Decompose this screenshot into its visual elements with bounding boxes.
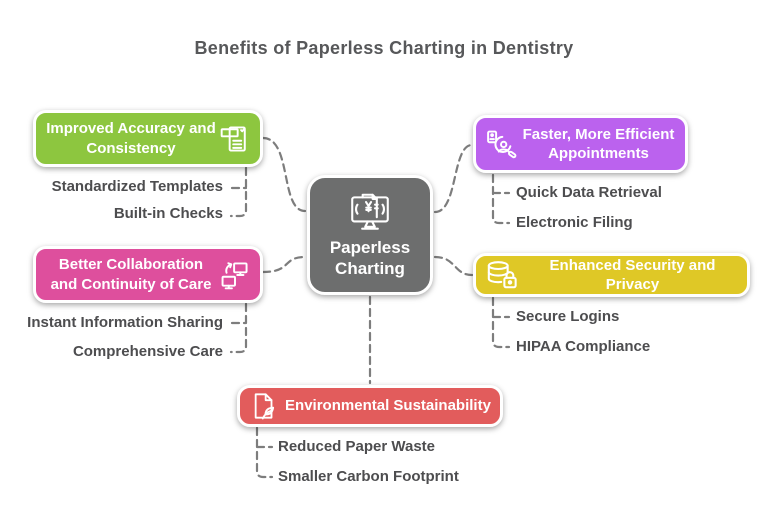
sub-item-quick-data-retrieval: Quick Data Retrieval — [516, 184, 662, 201]
branch-title-collaboration: Better Collaboration and Continuity of C… — [50, 256, 212, 293]
sub-item-secure-logins: Secure Logins — [516, 308, 620, 325]
branch-box-collaboration: Better Collaboration and Continuity of C… — [33, 246, 263, 303]
branch-box-appointments: Faster, More Efficient Appointments — [473, 115, 688, 173]
screens-sync-icon — [219, 259, 251, 291]
branch-title-environment: Environmental Sustainability — [285, 397, 491, 415]
sub-item-comprehensive-care: Comprehensive Care — [72, 343, 223, 360]
sub-item-standardized-templates: Standardized Templates — [51, 178, 223, 195]
connector-collaboration-items — [229, 302, 248, 354]
connector-environment-items — [255, 426, 274, 479]
connector-center-security — [433, 255, 474, 277]
branch-box-security: Enhanced Security and Privacy — [473, 253, 750, 297]
sub-item-smaller-carbon-footprint: Smaller Carbon Footprint — [278, 468, 459, 485]
page-title: Benefits of Paperless Charting in Dentis… — [194, 38, 574, 58]
connector-appointments-items — [491, 173, 511, 225]
sub-item-hipaa-compliance: HIPAA Compliance — [516, 338, 651, 355]
connector-collaboration-center — [261, 255, 307, 274]
branch-box-environment: Environmental Sustainability — [237, 385, 503, 427]
database-lock-icon — [485, 259, 519, 291]
appointment-person-icon — [485, 128, 517, 160]
leaf-document-icon — [249, 390, 279, 422]
branch-title-accuracy: Improved Accuracy and Consistency — [46, 120, 216, 157]
sub-item-electronic-filing: Electronic Filing — [516, 214, 633, 231]
connector-accuracy-items — [229, 166, 248, 218]
center-node-label: Paperless Charting — [329, 237, 411, 278]
template-check-icon — [219, 123, 251, 155]
branch-title-appointments: Faster, More Efficient Appointments — [522, 125, 675, 163]
center-node-paperless-charting: Paperless Charting — [307, 175, 433, 295]
branch-title-security: Enhanced Security and Privacy — [549, 256, 716, 294]
monitor-chart-icon — [347, 191, 393, 233]
branch-box-accuracy: Improved Accuracy and Consistency — [33, 110, 263, 167]
sub-item-built-in-checks: Built-in Checks — [113, 205, 223, 222]
connector-security-items — [491, 296, 511, 349]
connector-accuracy-center — [261, 136, 307, 213]
sub-item-reduced-paper-waste: Reduced Paper Waste — [278, 438, 435, 455]
connector-center-appointments — [433, 143, 474, 214]
sub-item-instant-information-sharing: Instant Information Sharing — [27, 314, 223, 331]
